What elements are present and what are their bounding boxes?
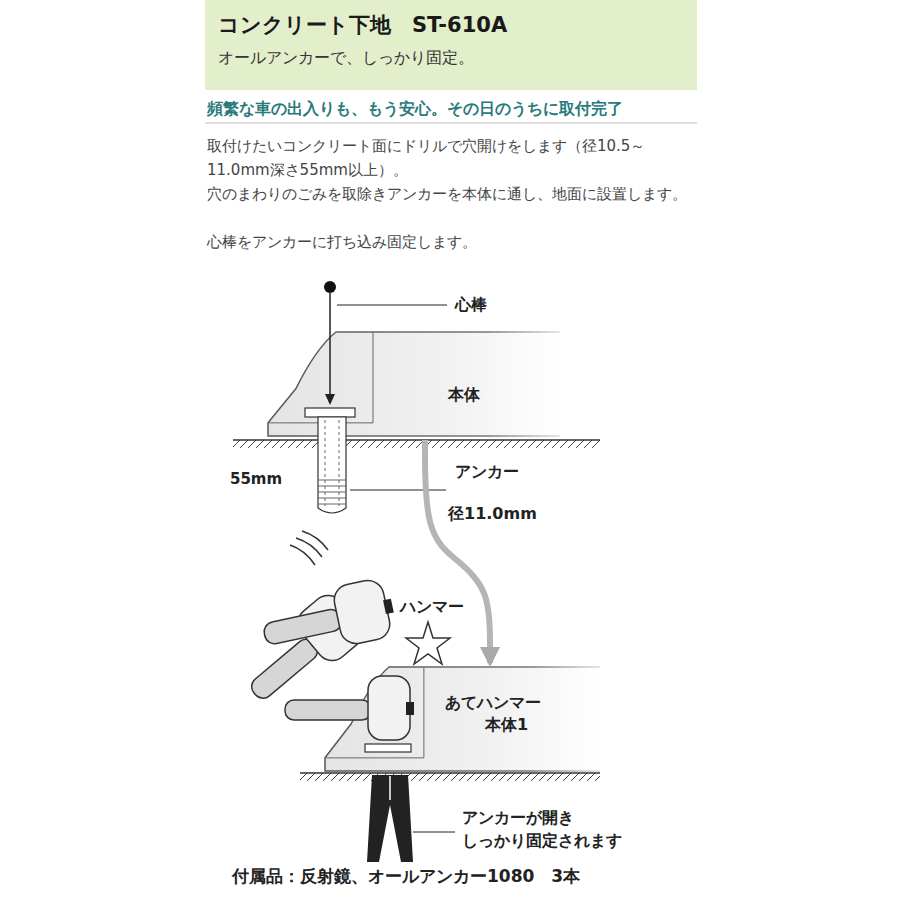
body-outline bbox=[325, 665, 600, 773]
motion-lines bbox=[290, 531, 328, 565]
node-text: 本体1 bbox=[485, 715, 528, 735]
note: アンカーが開き しっかり固定されます bbox=[462, 806, 682, 852]
node-text: オールアンカーで、しっかり固定。 bbox=[218, 48, 474, 68]
sub-heading: 頻繁な車の出入りも、もう安心。その日のうちに取付完了 bbox=[207, 99, 623, 119]
hammer-symbol bbox=[258, 576, 399, 662]
node-heading: コンクリート下地 ST-610A bbox=[218, 12, 507, 38]
instruction-text: 穴のまわりのごみを取除きアンカーを本体に通し、地面に設置します。 bbox=[207, 182, 707, 206]
heading-rule bbox=[205, 123, 697, 124]
accessories-note: 付属品：反射鏡、オールアンカー1080 3本 bbox=[232, 866, 580, 887]
impact-star bbox=[406, 622, 450, 664]
instruction-text: 取付けたいコンクリート面にドリルで穴開けをします（径10.5～11.0mm深さ5… bbox=[207, 134, 707, 182]
title-band: コンクリート下地 ST-610A オールアンカーで、しっかり固定。 bbox=[205, 0, 697, 90]
dimension: 55mm bbox=[230, 470, 282, 489]
part-name: 心棒 bbox=[455, 295, 487, 315]
node-heading: 本体 bbox=[448, 385, 480, 405]
part-name: ハンマー bbox=[400, 597, 464, 617]
body-part: あてハンマー本体1 bbox=[325, 665, 600, 773]
instruction-text: 心棒をアンカーに打ち込み固定します。 bbox=[207, 230, 707, 254]
body-outline bbox=[268, 330, 560, 438]
ground-bottom bbox=[300, 773, 600, 781]
ground-top bbox=[233, 440, 600, 448]
dimension: 径11.0mm bbox=[448, 504, 537, 524]
node-heading: あてハンマー bbox=[445, 693, 541, 713]
part-name: アンカー bbox=[455, 462, 519, 482]
body-part: 本体 bbox=[268, 330, 560, 438]
